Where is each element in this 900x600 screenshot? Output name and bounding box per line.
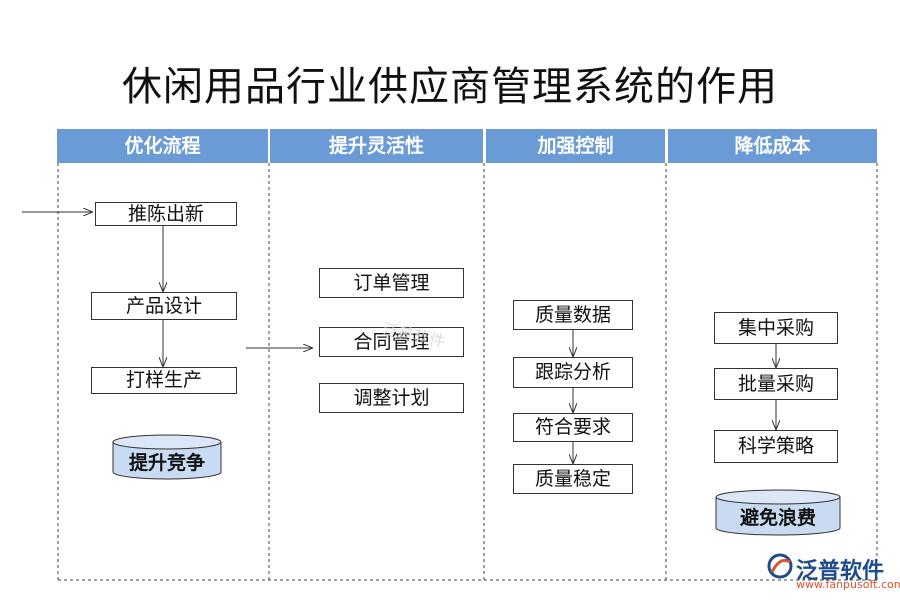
step-bulk-procurement: 批量采购: [714, 368, 838, 400]
cylinder-competition-label: 提升竞争: [128, 452, 205, 474]
step-sample-production: 打样生产: [91, 367, 237, 394]
step-innovate: 推陈出新: [95, 202, 237, 226]
step-adjust-plan: 调整计划: [319, 383, 464, 413]
header-optimize-process: 优化流程: [57, 129, 268, 163]
step-product-design: 产品设计: [91, 292, 237, 320]
step-central-procurement: 集中采购: [714, 312, 838, 344]
step-meet-requirements: 符合要求: [513, 413, 633, 442]
fanpu-logo-icon: [767, 553, 793, 579]
step-contract-management: 合同管理: [319, 327, 464, 357]
step-quality-data: 质量数据: [513, 300, 633, 330]
logo-url[interactable]: www.fanpusoft.com: [796, 578, 900, 591]
logo-name: 泛普软件: [796, 559, 885, 584]
diagram-title: 休闲用品行业供应商管理系统的作用: [122, 64, 778, 110]
cylinder-avoid-waste-label: 避免浪费: [739, 507, 816, 529]
step-order-management: 订单管理: [319, 268, 464, 298]
column-dividers: [57, 163, 878, 581]
cylinder-competition: [112, 434, 222, 480]
step-stable-quality: 质量稳定: [513, 464, 633, 494]
header-improve-flexibility: 提升灵活性: [270, 129, 483, 163]
header-reduce-cost: 降低成本: [668, 129, 877, 163]
step-scientific-strategy: 科学策略: [714, 430, 838, 463]
cylinder-avoid-waste: [715, 489, 841, 536]
step-tracking-analysis: 跟踪分析: [513, 357, 633, 388]
header-strengthen-control: 加强控制: [486, 129, 665, 163]
